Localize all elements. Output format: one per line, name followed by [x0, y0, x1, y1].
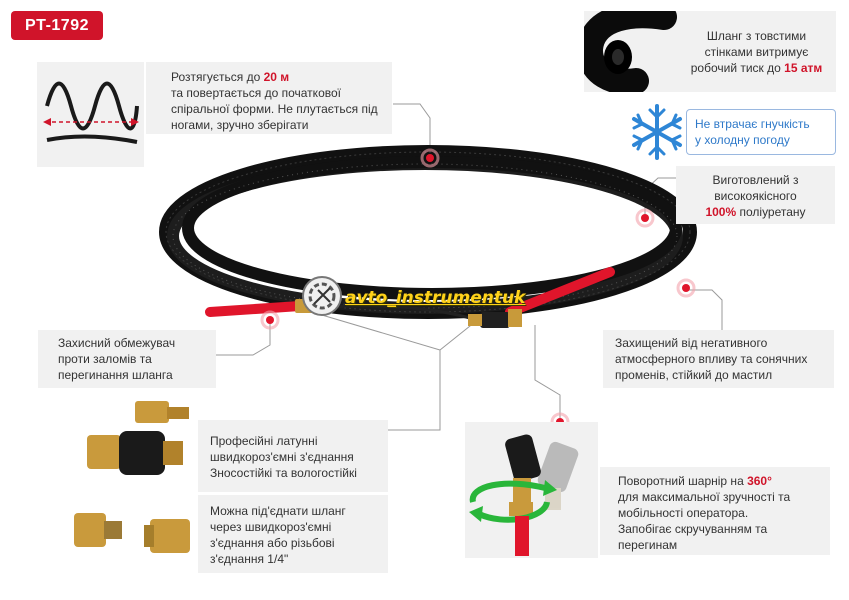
connect-text: Можна під'єднати шланг через швидкороз'є… [198, 495, 388, 573]
snowflake-icon [632, 104, 682, 160]
hose-section-panel [577, 2, 677, 95]
brass-fittings-panel [75, 395, 198, 489]
hose-ends [205, 267, 615, 328]
swivel-text: Поворотний шарнір на 360° для максимальн… [600, 467, 830, 555]
brass-fitting-icon [87, 401, 189, 475]
protector-text: Захисний обмежувач проти заломів та пере… [38, 330, 216, 388]
swivel-joint-icon [469, 434, 579, 556]
hose-cross-section-icon [577, 2, 677, 95]
weather-text: Захищений від негативного атмосферного в… [603, 330, 834, 388]
wave-spring-icon [43, 81, 139, 144]
brass-text: Професійні латунні швидкороз'ємні з'єдна… [198, 420, 388, 492]
cold-text: Не втрачає гнучкість у холодну погоду [686, 109, 836, 155]
watermark-logo-icon [302, 276, 342, 316]
thick-walls-text: Шланг з товстими стінками витримує робоч… [677, 11, 836, 92]
leader-lines [216, 103, 723, 431]
stretch-icon-panel [37, 62, 144, 167]
polyurethane-text: Виготовлений з високоякісного 100% поліу… [676, 166, 835, 224]
threaded-connector-icon [74, 513, 190, 553]
stretch-text: Розтягується до 20 м та повертається до … [146, 62, 392, 134]
swivel-panel [465, 422, 598, 558]
watermark-text: avto_instrumentuk [345, 288, 526, 308]
model-badge: PT-1792 [11, 11, 103, 40]
connectors-panel [70, 493, 198, 571]
